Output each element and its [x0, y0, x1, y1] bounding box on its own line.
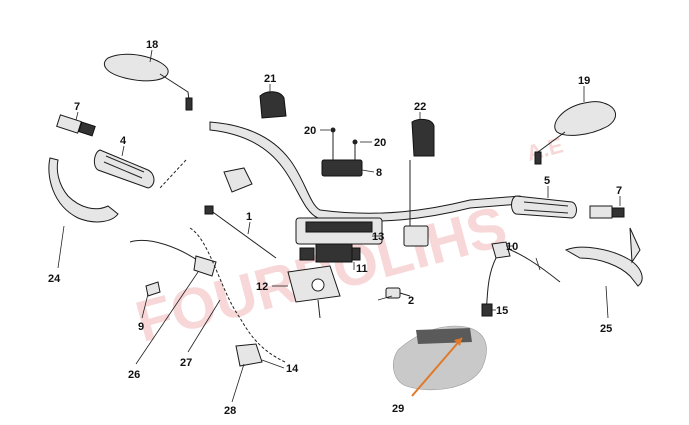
bolts: [330, 127, 358, 160]
label-8: 8: [376, 167, 382, 179]
inset-photo: [393, 325, 487, 397]
label-7-right: 7: [616, 185, 622, 197]
label-29: 29: [392, 403, 404, 415]
leader-lines: [57, 49, 621, 403]
small-bolt: [385, 287, 411, 299]
grip-left: [56, 114, 155, 189]
label-15: 15: [496, 305, 508, 317]
label-7-left: 7: [74, 101, 80, 113]
label-2: 2: [408, 295, 414, 307]
label-1: 1: [246, 211, 252, 223]
label-21: 21: [264, 73, 276, 85]
label-12: 12: [256, 281, 268, 293]
label-27: 27: [180, 357, 192, 369]
handlebar: [209, 121, 521, 222]
switch-right: [403, 118, 435, 247]
label-13: 13: [372, 231, 384, 243]
grip-right: [511, 195, 625, 219]
handguard-left: [48, 157, 119, 223]
handlebar-clamp-assembly: [295, 159, 383, 263]
label-25: 25: [600, 323, 612, 335]
brake-lever-right: [481, 241, 561, 317]
brake-lever-left: [129, 159, 286, 367]
label-22: 22: [414, 101, 426, 113]
label-20-left: 20: [304, 125, 316, 137]
part-labels: 18 7 4 21 22 20 20 8 1 13 11 12 2 5 7 19…: [48, 39, 622, 417]
label-4: 4: [120, 135, 127, 147]
label-24: 24: [48, 273, 61, 285]
throttle-cable: [204, 205, 277, 259]
handguard-right: [564, 227, 643, 287]
label-28: 28: [224, 405, 236, 417]
label-10: 10: [506, 241, 518, 253]
mount-plate: [287, 265, 341, 319]
label-11: 11: [356, 263, 368, 275]
switch-left: [223, 91, 287, 193]
mirror-left: [103, 53, 193, 111]
label-14: 14: [286, 363, 299, 375]
label-9: 9: [138, 321, 144, 333]
mirror-right: [534, 101, 616, 165]
label-5: 5: [544, 175, 550, 187]
label-26: 26: [128, 369, 140, 381]
label-19: 19: [578, 75, 590, 87]
watermark-suffix: A.E: [524, 132, 566, 166]
label-20-right: 20: [374, 137, 386, 149]
label-18: 18: [146, 39, 158, 51]
